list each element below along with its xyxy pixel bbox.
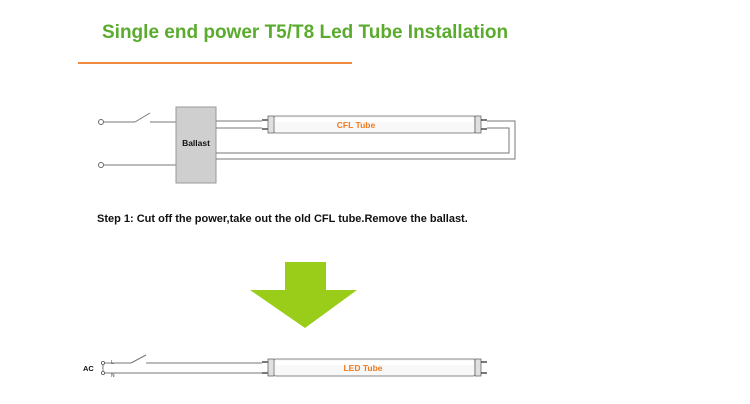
cfl-left-pins — [262, 115, 275, 134]
led-circuit: AC L N LED Tube — [83, 354, 487, 379]
ac-terminal-neutral — [101, 370, 106, 375]
led-left-pins — [262, 358, 275, 377]
led-right-pins — [474, 358, 487, 377]
neutral-label: N — [111, 373, 115, 379]
switch-blade — [134, 112, 151, 123]
step-1-instruction: Step 1: Cut off the power,take out the o… — [97, 213, 468, 225]
ballast-box — [175, 106, 217, 184]
cfl-right-pins — [474, 115, 487, 134]
cfl-tube-label: CFL Tube — [337, 120, 376, 130]
input-terminal-bottom — [98, 162, 104, 168]
return-wire-inner — [216, 127, 510, 154]
title-underline — [78, 62, 352, 64]
ac-label: AC — [83, 364, 94, 373]
ballast-label: Ballast — [182, 138, 210, 148]
ac-terminal-live — [101, 360, 106, 365]
switch-blade — [130, 354, 147, 364]
cfl-circuit: Ballast CFL Tube — [98, 106, 516, 184]
down-arrow-icon — [250, 262, 357, 328]
page-title: Single end power T5/T8 Led Tube Installa… — [102, 22, 509, 43]
return-wire-outer — [216, 120, 516, 160]
input-terminal-top — [98, 119, 104, 125]
led-tube-label: LED Tube — [343, 363, 382, 373]
